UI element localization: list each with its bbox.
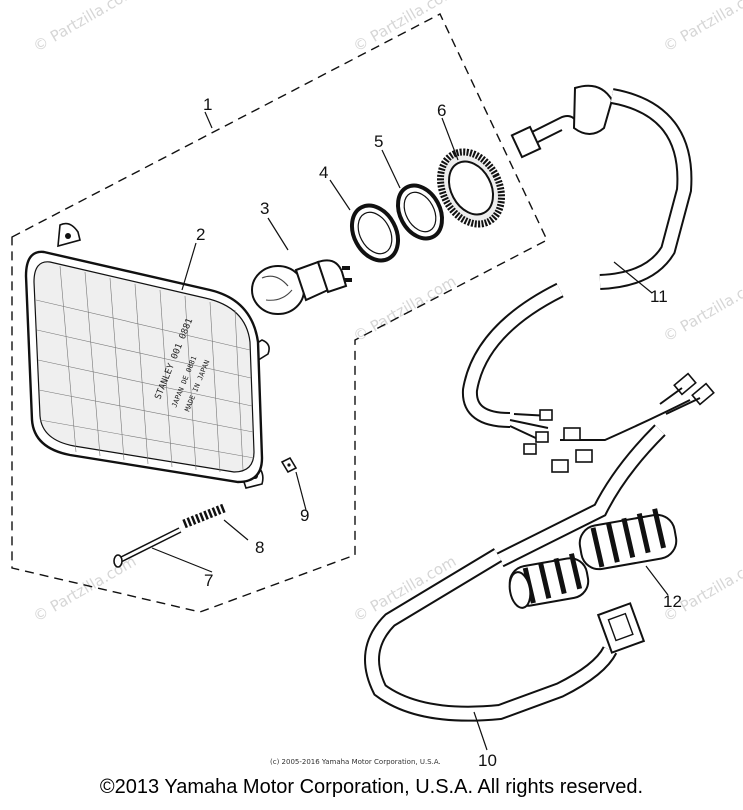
callout-2: 2: [196, 225, 205, 244]
callout-3: 3: [260, 199, 269, 218]
callout-7: 7: [204, 571, 213, 590]
rubber-boot-ring: [349, 203, 401, 263]
wire-harness: [364, 84, 715, 722]
retaining-ring: [395, 183, 445, 241]
bulb: [251, 259, 352, 315]
callout-8: 8: [255, 538, 264, 557]
spring: [182, 503, 226, 529]
assembly-boundary: [11, 13, 548, 613]
copyright-notice: ©2013 Yamaha Motor Corporation, U.S.A. A…: [99, 776, 644, 798]
callout-6: 6: [437, 101, 446, 120]
callout-1: 1: [203, 95, 212, 114]
socket-cover: [437, 148, 505, 228]
headlight-parts-diagram: STANLEY 001 0881 JAPAN DE 0881 MADE IN J…: [11, 13, 715, 770]
grip-set: [508, 508, 678, 609]
callout-4: 4: [319, 163, 328, 182]
nut-clip: [280, 456, 298, 474]
callout-10: 10: [478, 751, 497, 770]
fineprint-copyright: (c) 2005-2016 Yamaha Motor Corporation, …: [270, 758, 441, 766]
adjusting-screw: [113, 527, 182, 568]
callout-11: 11: [650, 287, 668, 306]
callout-12: 12: [663, 592, 682, 611]
callout-9: 9: [300, 506, 309, 525]
callout-5: 5: [374, 132, 383, 151]
leader-lines: [151, 111, 669, 751]
headlight-unit: STANLEY 001 0881 JAPAN DE 0881 MADE IN J…: [24, 222, 270, 489]
